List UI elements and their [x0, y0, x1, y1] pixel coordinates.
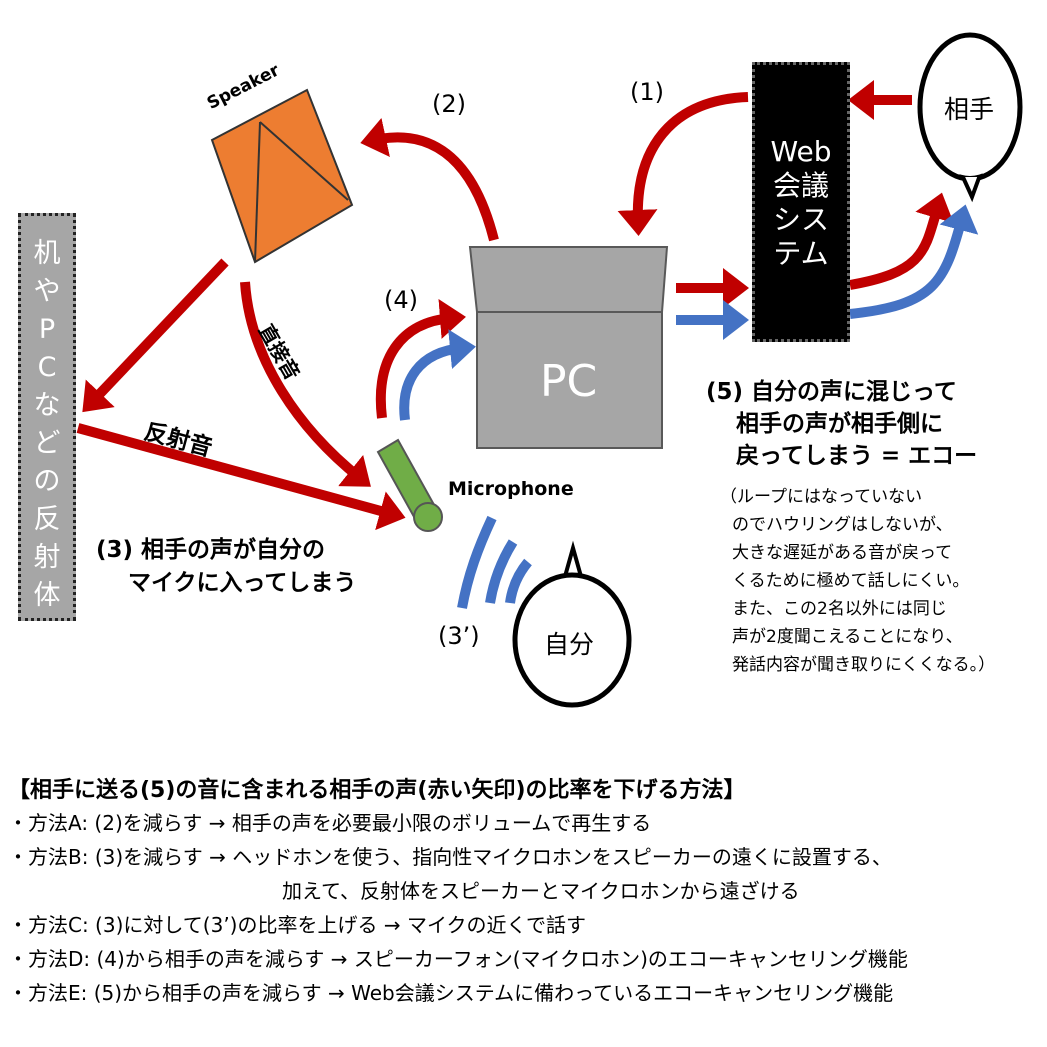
method-e: ・方法E: (5)から相手の声を減らす → Web会議システムに備わっているエコ… [8, 981, 894, 1005]
arrow-1 [617, 92, 749, 236]
note-line: 発話内容が聞き取りにくくなる。） [732, 655, 996, 675]
reflector-char: 射 [33, 542, 61, 573]
reflector-char: 反 [33, 504, 61, 535]
reflector-char: の [33, 466, 61, 497]
arrow-web-to-partner-red [849, 192, 954, 290]
note-line: 大きな遅延がある音が戻って [732, 543, 953, 563]
notes-heading: 【相手に送る(5)の音に含まれる相手の声(赤い矢印)の比率を下げる方法】 [8, 778, 746, 803]
label-2: (2) [432, 90, 466, 118]
arrow-reflected-sound [76, 423, 406, 531]
web-system-line: シス [772, 203, 829, 236]
method-b: ・方法B: (3)を減らす → ヘッドホンを使う、指向性マイクロホンをスピーカー… [8, 845, 892, 869]
mitigation-notes: 【相手に送る(5)の音に含まれる相手の声(赤い矢印)の比率を下げる方法】 ・方法… [0, 778, 1047, 1028]
note-line: （ループにはなっていない [720, 487, 923, 507]
partner-bubble [917, 32, 1023, 203]
pc-box [468, 246, 669, 449]
label-5-line: 戻ってしまう = エコー [736, 443, 978, 469]
method-b-continuation: 加えて、反射体をスピーカーとマイクロホンから遠ざける [282, 879, 800, 903]
reflector-char: や [33, 276, 61, 307]
label-3-line2: マイクに入ってしまう [128, 570, 357, 596]
reflector-char: P [38, 314, 56, 345]
self-bubble [512, 540, 632, 708]
speaker-box [210, 88, 354, 264]
label-5-line: 相手の声が相手側に [736, 411, 943, 437]
method-a: ・方法A: (2)を減らす → 相手の声を必要最小限のボリュームで再生する [8, 811, 652, 835]
label-3-line1: (3) 相手の声が自分の [96, 537, 326, 563]
reflector-char: 机 [33, 238, 61, 269]
arrow-web-to-partner-blue [849, 204, 979, 319]
label-4: (4) [384, 286, 418, 314]
arrow-4-blue [399, 329, 476, 421]
reflector-char: な [33, 390, 61, 421]
arrow-speaker-to-reflector [82, 258, 229, 413]
arrow-direct-sound [240, 281, 371, 487]
label-1: (1) [630, 78, 664, 106]
partner-label: 相手 [944, 95, 995, 124]
self-label: 自分 [544, 630, 595, 659]
reflector-char: ど [33, 428, 61, 459]
web-system-line: テム [773, 237, 829, 270]
method-c: ・方法C: (3)に対して(3’)の比率を上げる → マイクの近くで話す [8, 913, 586, 937]
pc-label: PC [540, 356, 598, 407]
microphone-label: Microphone [448, 478, 574, 500]
reflector-char: C [37, 352, 57, 383]
sound-wave-1 [457, 515, 497, 609]
reflector-box: 机 や P C な ど の 反 射 体 [18, 213, 76, 621]
diagram-graphics [76, 32, 1023, 708]
label-3-dash: (3’) [438, 622, 480, 650]
web-system-line: Web [770, 135, 832, 168]
note-line: また、この2名以外には同じ [732, 599, 947, 619]
note-line: くるために極めて話しにくい。 [732, 571, 970, 591]
arrow-2 [360, 117, 499, 242]
label-5-line: (5) 自分の声に混じって [706, 379, 957, 405]
note-line: 声が2度聞こえることになり、 [732, 627, 963, 647]
arrow-4-red [375, 298, 466, 419]
method-d: ・方法D: (4)から相手の声を減らす → スピーカーフォン(マイクロホン)のエ… [8, 947, 908, 971]
sound-wave-3 [505, 558, 532, 604]
echo-diagram: 机 や P C な ど の 反 射 体 Web 会議 シス テム Speaker… [18, 32, 1023, 708]
web-system-line: 会議 [772, 169, 829, 202]
reflector-char: 体 [33, 580, 61, 611]
note-line: のでハウリングはしないが、 [732, 515, 953, 535]
web-conference-system-box: Web 会議 シス テム [752, 62, 850, 342]
sound-wave-2 [485, 539, 518, 604]
